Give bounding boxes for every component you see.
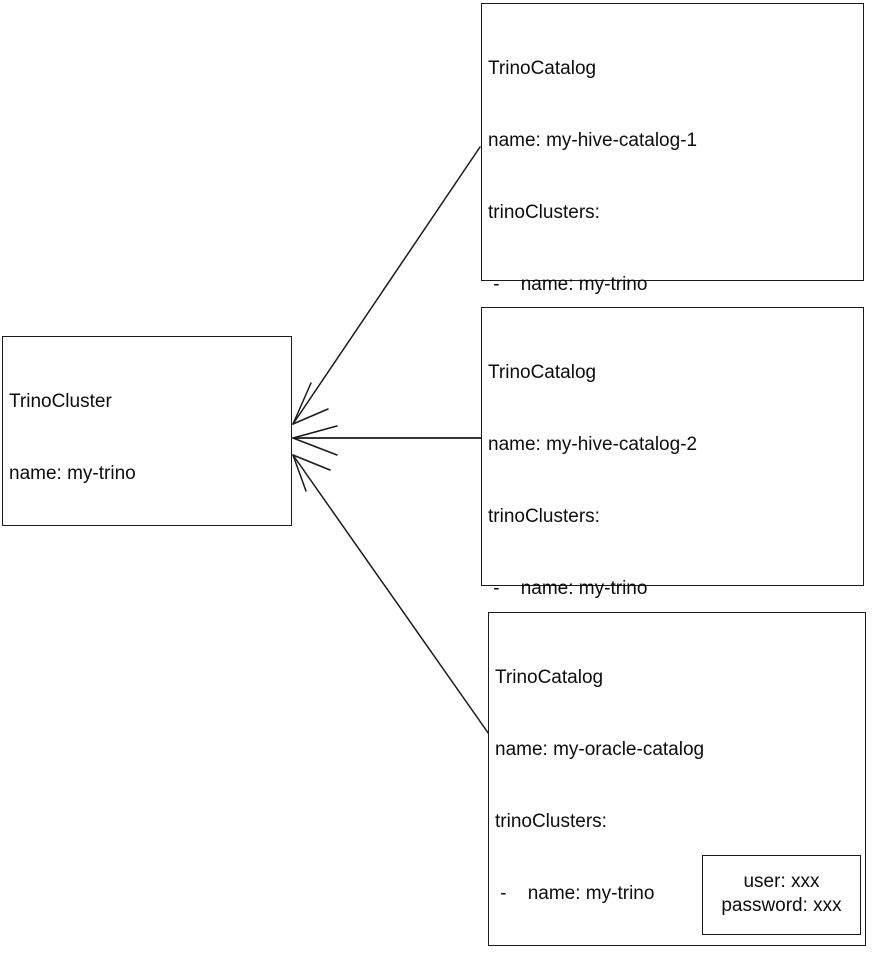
node-line: user: xxx: [743, 871, 820, 892]
node-line: trinoClusters:: [488, 506, 600, 527]
node-trino-cluster-text: TrinoCluster name: my-trino: [9, 342, 288, 534]
edge-hive-2-to-cluster: [292, 425, 488, 456]
node-catalog-hive-1[interactable]: TrinoCatalog name: my-hive-catalog-1 tri…: [481, 3, 864, 655]
node-line: name: my-hive-catalog-2: [488, 434, 698, 455]
node-secret-text: user: xxx password: xxx: [703, 870, 860, 918]
node-line: TrinoCluster: [9, 391, 112, 412]
node-line: TrinoCatalog: [488, 58, 597, 79]
node-secret[interactable]: user: xxx password: xxx: [702, 855, 861, 935]
node-line: - name: my-trino: [488, 578, 648, 599]
node-line: TrinoCatalog: [495, 667, 604, 688]
edge-oracle-to-cluster: [292, 454, 492, 738]
node-line: name: my-trino: [9, 463, 136, 484]
node-line: - name: my-trino: [495, 883, 655, 904]
node-line: trinoClusters:: [495, 811, 607, 832]
node-line: trinoClusters:: [488, 202, 600, 223]
node-catalog-oracle-text: TrinoCatalog name: my-oracle-catalog tri…: [495, 618, 862, 954]
edge-hive-1-to-cluster: [292, 146, 481, 425]
node-line: name: my-hive-catalog-1: [488, 130, 698, 151]
node-line: password: xxx: [721, 895, 842, 916]
node-catalog-hive-2[interactable]: TrinoCatalog name: my-hive-catalog-2 tri…: [481, 307, 864, 887]
node-trino-cluster[interactable]: TrinoCluster name: my-trino: [2, 336, 292, 526]
node-line: name: my-oracle-catalog: [495, 739, 705, 760]
node-line: - name: my-trino: [488, 274, 648, 295]
node-line: TrinoCatalog: [488, 362, 597, 383]
